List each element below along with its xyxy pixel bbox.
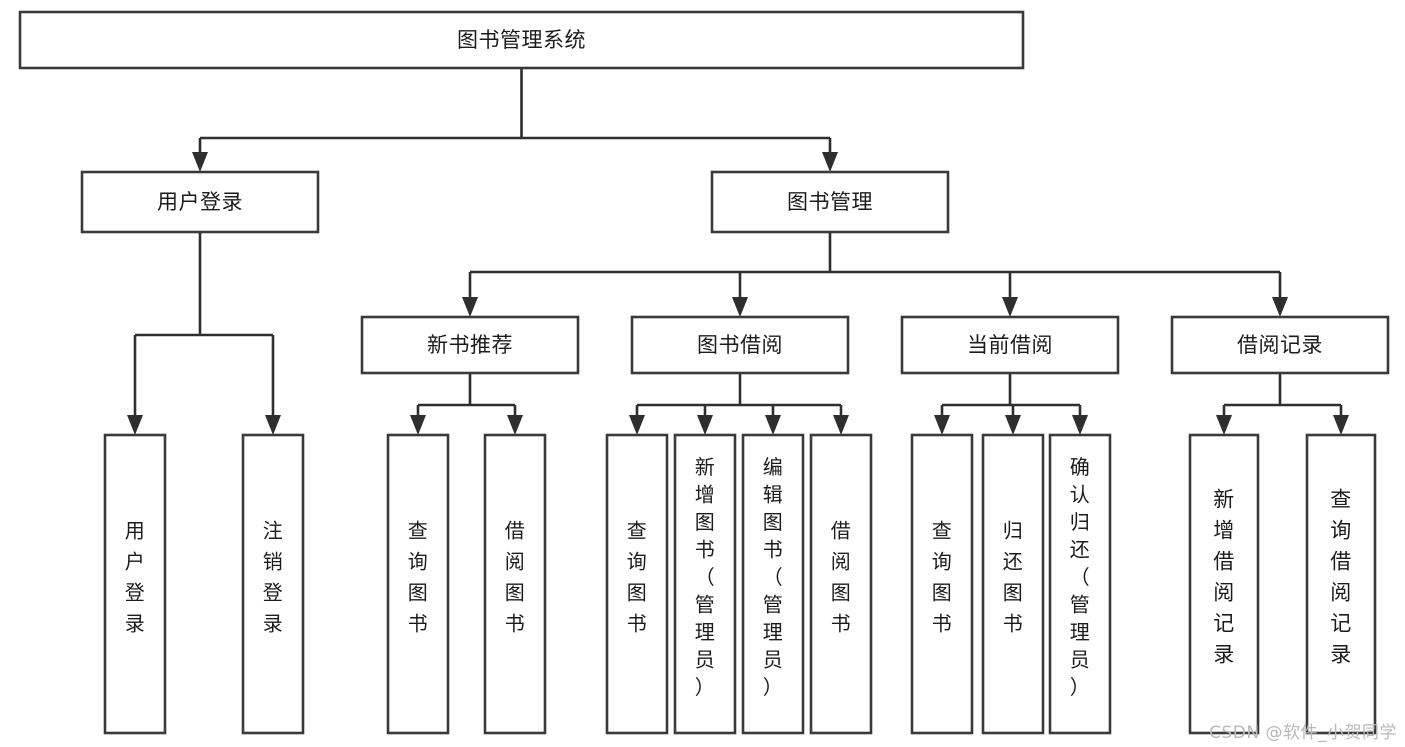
node-box-book-management bbox=[710, 170, 950, 234]
node-leaf-return-book[interactable]: 归还图书 bbox=[981, 433, 1045, 735]
node-label-leaf-user-logout: 注销登录 bbox=[263, 519, 284, 636]
node-new-book-recommend[interactable]: 新书推荐 bbox=[360, 315, 580, 375]
node-label-leaf-borrow-book-recommend: 借阅图书 bbox=[505, 519, 526, 636]
node-label-user-login: 用户登录 bbox=[157, 190, 243, 214]
node-box-leaf-user-logout bbox=[241, 433, 305, 735]
node-box-leaf-return-book bbox=[981, 433, 1045, 735]
node-box-root bbox=[18, 10, 1025, 70]
edge-borrow-record-to-leaf-query-borrow-record-head bbox=[1333, 415, 1349, 435]
node-label-leaf-user-login: 用户登录 bbox=[125, 519, 146, 636]
node-leaf-query-book-recommend[interactable]: 查询图书 bbox=[386, 433, 450, 735]
edge-new-book-recommend-to-leaf-query-book-recommend-head bbox=[410, 415, 426, 435]
node-leaf-query-book-current[interactable]: 查询图书 bbox=[910, 433, 974, 735]
node-leaf-confirm-return[interactable]: 确认归还（管理员） bbox=[1048, 433, 1112, 735]
edge-book-management-to-new-book-recommend-head bbox=[462, 297, 478, 317]
node-label-current-borrow: 当前借阅 bbox=[967, 333, 1053, 357]
edge-book-borrow-to-leaf-edit-book-head bbox=[765, 415, 781, 435]
edge-current-borrow-to-leaf-return-book-head bbox=[1005, 415, 1021, 435]
node-leaf-borrow-book-recommend[interactable]: 借阅图书 bbox=[483, 433, 547, 735]
node-box-leaf-query-book-borrow bbox=[605, 433, 669, 735]
node-box-leaf-edit-book bbox=[741, 433, 805, 735]
edge-book-borrow-to-leaf-borrow-book-head bbox=[833, 415, 849, 435]
node-leaf-add-book[interactable]: 新增图书（管理员） bbox=[673, 433, 737, 735]
node-leaf-query-borrow-record[interactable]: 查询借阅记录 bbox=[1305, 433, 1377, 735]
node-box-current-borrow bbox=[900, 315, 1120, 375]
edge-book-borrow-to-leaf-add-book-head bbox=[697, 415, 713, 435]
edge-new-book-recommend-to-leaf-borrow-book-recommend-head bbox=[507, 415, 523, 435]
edge-root-to-user-login-head bbox=[192, 152, 208, 172]
node-box-leaf-query-borrow-record bbox=[1305, 433, 1377, 735]
node-root[interactable]: 图书管理系统 bbox=[18, 10, 1025, 70]
node-book-borrow[interactable]: 图书借阅 bbox=[630, 315, 850, 375]
node-box-leaf-borrow-book bbox=[809, 433, 873, 735]
edge-user-login-to-leaf-user-login-head bbox=[127, 415, 143, 435]
edge-book-borrow-to-leaf-query-book-borrow-head bbox=[629, 415, 645, 435]
node-label-leaf-add-borrow-record: 新增借阅记录 bbox=[1213, 488, 1235, 667]
node-leaf-query-book-borrow[interactable]: 查询图书 bbox=[605, 433, 669, 735]
node-layer: 图书管理系统用户登录图书管理新书推荐图书借阅当前借阅借阅记录用户登录注销登录查询… bbox=[18, 10, 1390, 735]
node-box-leaf-add-borrow-record bbox=[1188, 433, 1260, 735]
node-label-leaf-add-book: 新增图书（管理员） bbox=[695, 455, 716, 699]
node-label-book-borrow: 图书借阅 bbox=[697, 333, 783, 357]
node-label-leaf-query-book-recommend: 查询图书 bbox=[408, 519, 429, 636]
node-label-leaf-return-book: 归还图书 bbox=[1003, 519, 1024, 636]
node-box-new-book-recommend bbox=[360, 315, 580, 375]
node-label-leaf-query-borrow-record: 查询借阅记录 bbox=[1330, 488, 1352, 667]
edge-borrow-record-to-leaf-add-borrow-record-head bbox=[1216, 415, 1232, 435]
edge-book-management-to-current-borrow-head bbox=[1002, 297, 1018, 317]
node-label-book-management: 图书管理 bbox=[787, 190, 873, 214]
connector-layer bbox=[127, 68, 1349, 435]
node-label-root: 图书管理系统 bbox=[457, 28, 586, 52]
node-label-new-book-recommend: 新书推荐 bbox=[427, 333, 513, 357]
node-box-user-login bbox=[80, 170, 320, 234]
node-user-login[interactable]: 用户登录 bbox=[80, 170, 320, 234]
edge-user-login-to-leaf-user-logout-head bbox=[265, 415, 281, 435]
edge-current-borrow-to-leaf-confirm-return-head bbox=[1072, 415, 1088, 435]
edge-book-management-to-borrow-record-head bbox=[1272, 297, 1288, 317]
node-box-leaf-borrow-book-recommend bbox=[483, 433, 547, 735]
node-label-leaf-query-book-borrow: 查询图书 bbox=[627, 519, 648, 636]
node-book-management[interactable]: 图书管理 bbox=[710, 170, 950, 234]
node-leaf-add-borrow-record[interactable]: 新增借阅记录 bbox=[1188, 433, 1260, 735]
node-leaf-edit-book[interactable]: 编辑图书（管理员） bbox=[741, 433, 805, 735]
node-label-leaf-borrow-book: 借阅图书 bbox=[831, 519, 852, 636]
node-label-leaf-edit-book: 编辑图书（管理员） bbox=[763, 455, 784, 699]
node-label-borrow-record: 借阅记录 bbox=[1237, 333, 1323, 357]
node-box-leaf-query-book-recommend bbox=[386, 433, 450, 735]
node-box-leaf-user-login bbox=[103, 433, 167, 735]
edge-current-borrow-to-leaf-query-book-current-head bbox=[934, 415, 950, 435]
node-box-leaf-add-book bbox=[673, 433, 737, 735]
edge-root-to-book-management-head bbox=[822, 152, 838, 172]
node-label-leaf-query-book-current: 查询图书 bbox=[932, 519, 953, 636]
node-leaf-borrow-book[interactable]: 借阅图书 bbox=[809, 433, 873, 735]
node-leaf-user-logout[interactable]: 注销登录 bbox=[241, 433, 305, 735]
node-box-leaf-confirm-return bbox=[1048, 433, 1112, 735]
node-box-leaf-query-book-current bbox=[910, 433, 974, 735]
watermark-text: CSDN @软件_小贺同学 bbox=[1209, 723, 1397, 743]
node-label-leaf-confirm-return: 确认归还（管理员） bbox=[1070, 455, 1091, 699]
node-borrow-record[interactable]: 借阅记录 bbox=[1170, 315, 1390, 375]
node-current-borrow[interactable]: 当前借阅 bbox=[900, 315, 1120, 375]
edge-book-management-to-book-borrow-head bbox=[732, 297, 748, 317]
node-leaf-user-login[interactable]: 用户登录 bbox=[103, 433, 167, 735]
node-box-book-borrow bbox=[630, 315, 850, 375]
node-box-borrow-record bbox=[1170, 315, 1390, 375]
